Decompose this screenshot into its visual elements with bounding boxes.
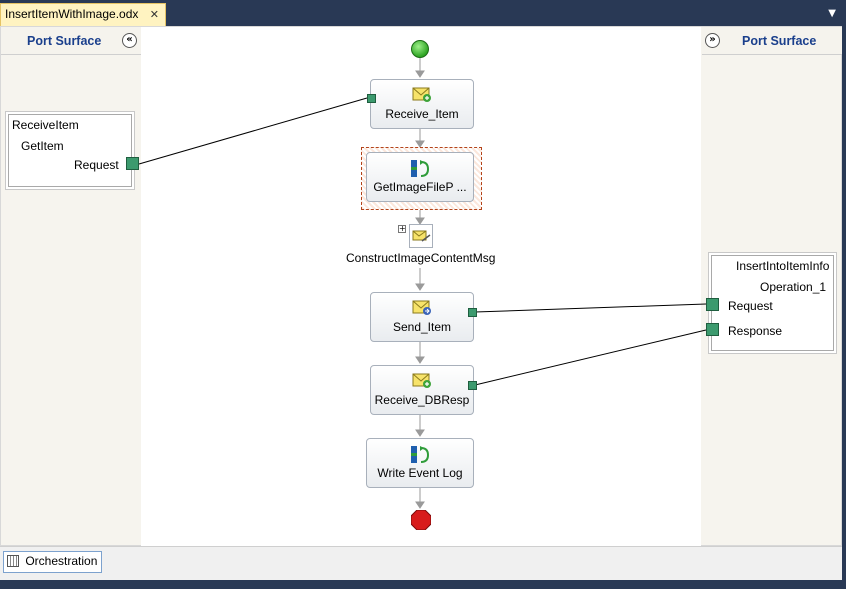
message-name: Request bbox=[74, 158, 119, 172]
close-tab-icon[interactable]: ✕ bbox=[149, 9, 159, 21]
expression-icon bbox=[411, 446, 430, 463]
receive-db-port-connector-icon[interactable] bbox=[468, 381, 477, 390]
construct-message-label: ConstructImageContentMsg bbox=[346, 251, 496, 265]
port-name: ReceiveItem bbox=[12, 118, 79, 132]
request-connector-icon[interactable] bbox=[126, 157, 139, 170]
receive-item-shape[interactable]: Receive_Item bbox=[367, 79, 474, 129]
response-connector-icon[interactable] bbox=[706, 323, 719, 336]
orchestration-designer: Port Surface « Port Surface » ReceiveIte… bbox=[0, 26, 842, 547]
get-image-shape[interactable]: GetImageFileP ... bbox=[366, 152, 474, 202]
expand-right-icon[interactable]: » bbox=[705, 33, 720, 48]
send-envelope-icon bbox=[412, 300, 431, 315]
receive-port-connector-icon[interactable] bbox=[367, 94, 376, 103]
shape-label: Write Event Log bbox=[377, 466, 463, 480]
expression-icon bbox=[411, 160, 430, 177]
receive-dbresp-shape[interactable]: Receive_DBResp bbox=[370, 365, 477, 415]
shape-label: Receive_DBResp bbox=[374, 393, 470, 407]
collapse-left-icon[interactable]: « bbox=[122, 33, 137, 48]
operation-name: Operation_1 bbox=[760, 280, 827, 294]
receive-envelope-icon bbox=[412, 87, 431, 102]
operation-name: GetItem bbox=[21, 139, 64, 153]
receive-envelope-icon bbox=[412, 373, 431, 388]
document-tab-strip: InsertItemWithImage.odx ✕ ▼ bbox=[0, 0, 846, 26]
construct-message-icon[interactable] bbox=[409, 224, 433, 248]
receive-item-port[interactable]: ReceiveItem GetItem Request bbox=[8, 114, 139, 187]
send-item-shape[interactable]: Send_Item bbox=[370, 292, 477, 342]
tab-dropdown-icon[interactable]: ▼ bbox=[828, 8, 836, 19]
left-port-surface-header: Port Surface bbox=[1, 27, 141, 55]
orchestration-tab-icon bbox=[7, 555, 19, 567]
start-shape[interactable] bbox=[411, 40, 429, 58]
response-message-name: Response bbox=[728, 324, 783, 338]
document-tab-title: InsertItemWithImage.odx bbox=[5, 7, 139, 21]
send-port-connector-icon[interactable] bbox=[468, 308, 477, 317]
end-shape[interactable] bbox=[411, 510, 431, 530]
request-message-name: Request bbox=[728, 299, 773, 313]
request-connector-icon[interactable] bbox=[706, 298, 719, 311]
expand-construct-icon[interactable]: + bbox=[398, 224, 406, 233]
insert-into-item-info-port[interactable]: InsertIntoItemInfo Operation_1 Request R… bbox=[706, 255, 834, 351]
connector-lines bbox=[138, 57, 707, 509]
right-port-surface-header: Port Surface bbox=[702, 27, 842, 55]
bottom-band bbox=[0, 580, 846, 589]
document-tab[interactable]: InsertItemWithImage.odx ✕ bbox=[0, 3, 166, 26]
designer-footer: Orchestration bbox=[0, 546, 842, 580]
shape-label: GetImageFileP ... bbox=[373, 180, 467, 194]
shape-label: Receive_Item bbox=[385, 107, 459, 121]
shape-label: Send_Item bbox=[392, 320, 452, 334]
orchestration-tab-label: Orchestration bbox=[25, 554, 98, 568]
orchestration-tab[interactable]: Orchestration bbox=[3, 551, 103, 573]
left-port-surface-title: Port Surface bbox=[27, 34, 102, 48]
write-event-log-shape[interactable]: Write Event Log bbox=[366, 438, 474, 488]
right-port-surface-title: Port Surface bbox=[742, 34, 817, 48]
port-name: InsertIntoItemInfo bbox=[736, 259, 830, 273]
